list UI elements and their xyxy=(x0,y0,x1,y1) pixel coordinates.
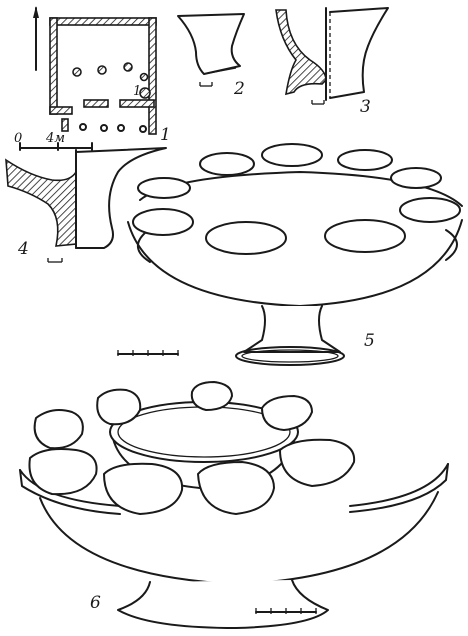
fig-label-3: 3 xyxy=(360,97,371,117)
plan-scale-end: 4м xyxy=(45,131,65,146)
vessel-6-cup xyxy=(197,461,275,515)
vessel-5-cups xyxy=(132,143,461,255)
fragment-2 xyxy=(177,13,245,87)
vessel-6-foot xyxy=(117,579,329,629)
ring-vessel-5 xyxy=(117,143,463,366)
vessel-5-foot xyxy=(243,305,341,353)
ring-vessel-6 xyxy=(19,381,449,629)
plan-post xyxy=(139,125,147,133)
vessel-5-cup xyxy=(390,167,442,189)
plan-drawing xyxy=(19,6,157,151)
plan-wall-east xyxy=(148,17,157,135)
fragment-3-section xyxy=(275,7,389,105)
vessel-6-cup xyxy=(279,438,356,487)
fig-label-1: 1 xyxy=(160,125,171,145)
vessel-5-cup xyxy=(132,208,194,236)
plan-wall-north xyxy=(49,17,157,26)
vessel-5-cup xyxy=(324,219,406,253)
vessel-5-cup xyxy=(399,197,461,223)
fragment-4-section xyxy=(5,147,167,263)
vessel-5-cup xyxy=(261,143,323,167)
plan-post xyxy=(79,123,87,131)
vessel-5-base xyxy=(235,346,345,366)
plan-pit xyxy=(72,67,82,77)
vessel-6-cup xyxy=(261,395,313,431)
plan-partition-2 xyxy=(119,99,155,108)
plan-post xyxy=(117,124,125,132)
vessel-6-cup xyxy=(33,409,84,450)
vessel-6-cup xyxy=(96,388,142,426)
fig-label-5: 5 xyxy=(364,331,375,351)
vessel-5-cup xyxy=(337,149,393,171)
fig-label-2: 2 xyxy=(233,79,245,99)
plan-post xyxy=(100,124,108,132)
plan-hearth xyxy=(139,87,151,99)
plan-wall-south-left xyxy=(49,106,73,115)
vessel-6-cups xyxy=(28,381,356,515)
fig-label-6: 6 xyxy=(90,593,101,613)
vessel-5-cup xyxy=(137,177,191,199)
vessel-5-cup xyxy=(199,152,255,176)
vessel-6-cup xyxy=(190,381,233,411)
plan-pit xyxy=(97,65,107,75)
vessel-6-cup xyxy=(28,448,98,496)
plan-scale-start: 0 xyxy=(14,131,22,146)
fig-label-4: 4 xyxy=(17,239,29,259)
plan-pit xyxy=(139,72,149,82)
plan-pier xyxy=(61,118,69,132)
plan-inner-label: 1 xyxy=(133,84,141,99)
plan-pit xyxy=(123,62,133,72)
plan-wall-west xyxy=(49,17,58,115)
vessel-5-cup xyxy=(205,221,287,255)
plan-partition-1 xyxy=(83,99,109,108)
vessel-6-cup xyxy=(103,462,184,515)
